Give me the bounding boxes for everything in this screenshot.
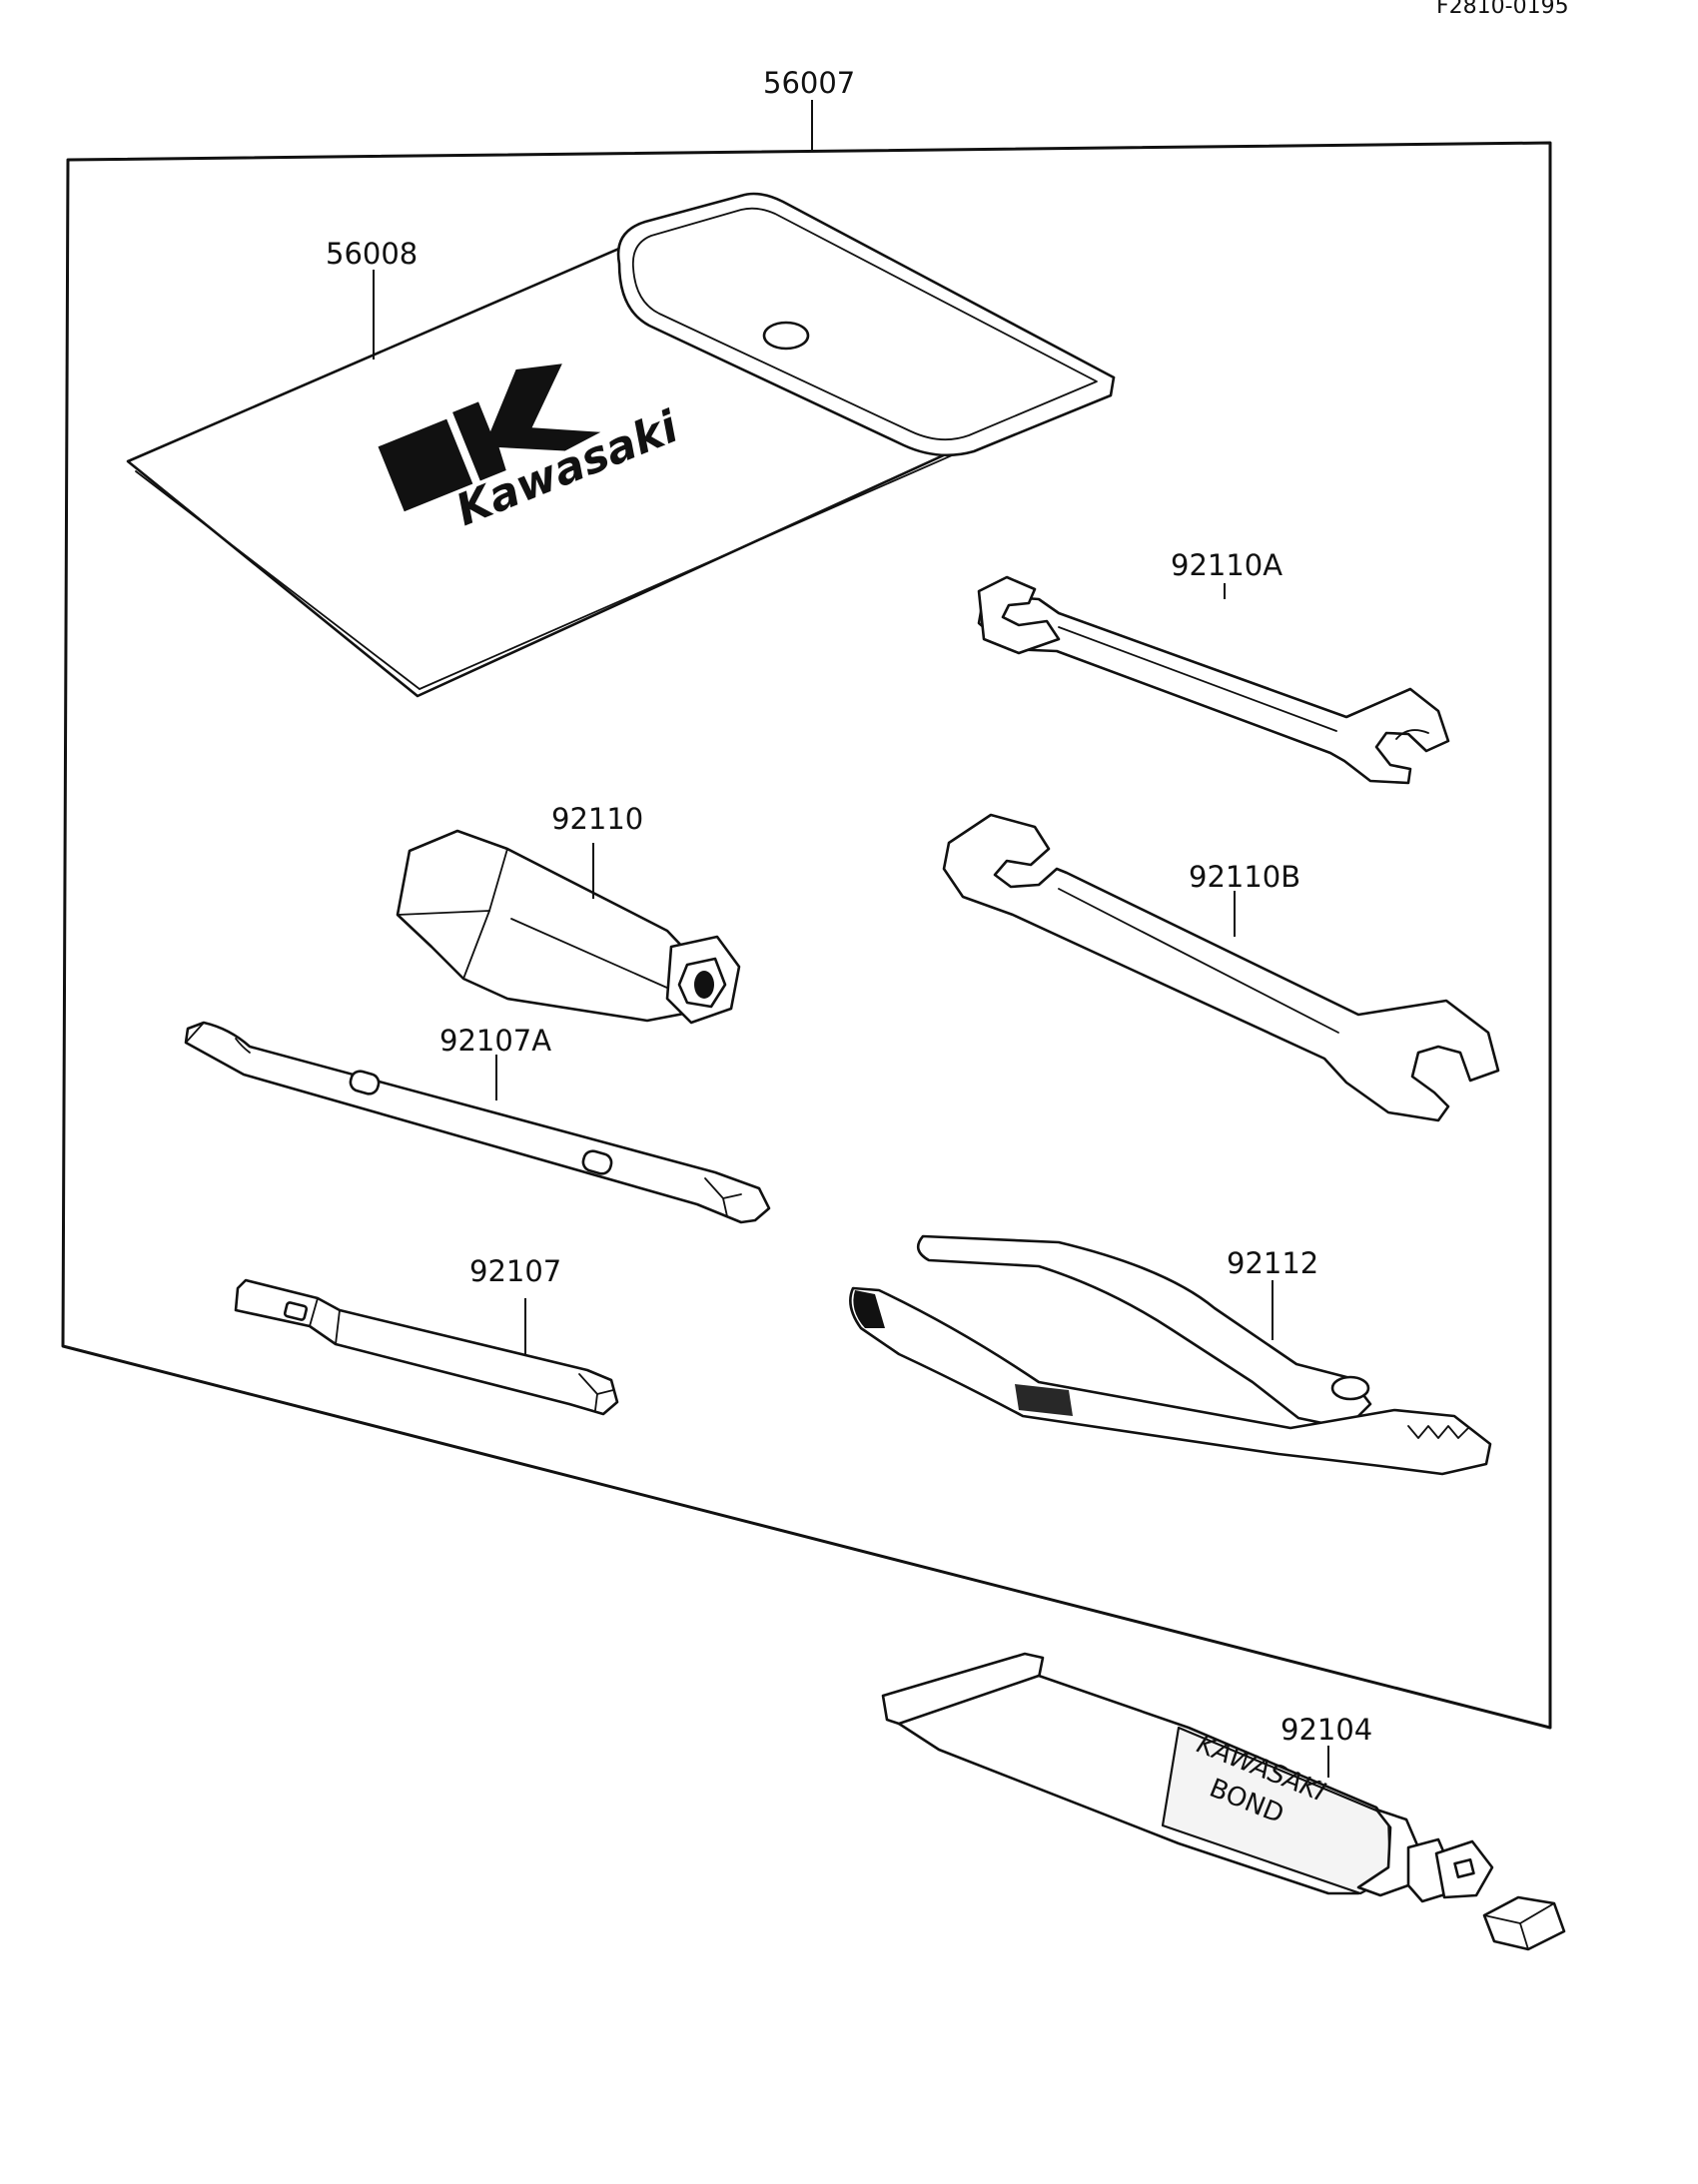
plug-wrench: [396, 829, 741, 1025]
screwdriver-shaft-a: [184, 1021, 771, 1224]
tool-pouch: [126, 192, 1116, 698]
callout-pliers: 92112: [1227, 1246, 1318, 1280]
figure-code: F2810-0195: [1436, 0, 1569, 19]
pliers: [849, 1234, 1492, 1476]
callout-screwdriver: 92107: [469, 1254, 561, 1288]
callout-plug-wrench: 92110: [551, 802, 643, 836]
screwdriver-shaft: [234, 1278, 619, 1416]
callout-bond-tube: 92104: [1280, 1713, 1372, 1747]
bond-tube: [881, 1652, 1566, 1951]
callout-wrench-b: 92110B: [1189, 860, 1300, 894]
callout-wrench-a: 92110A: [1171, 548, 1282, 582]
wrench-small: [977, 575, 1450, 785]
callout-screwdriver-a: 92107A: [439, 1024, 551, 1058]
callout-pouch: 56008: [326, 237, 418, 271]
callout-board: 56007: [763, 66, 855, 100]
display-board: [61, 100, 1552, 1730]
wrench-large: [942, 813, 1500, 1122]
